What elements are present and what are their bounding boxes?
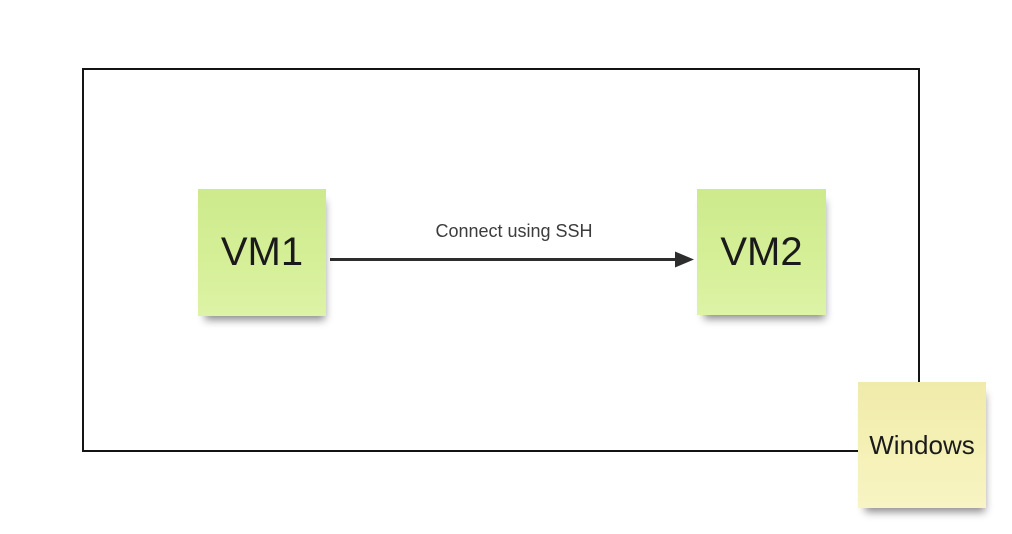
ssh-arrow-label: Connect using SSH [435,221,593,241]
sticky-note-vm1: VM1 [198,189,326,316]
vm1-label: VM1 [220,230,304,274]
ssh-arrowhead-icon [675,251,694,268]
vm2-label: VM2 [720,229,803,274]
sticky-note-windows: Windows [858,382,986,508]
ssh-arrow [330,251,694,268]
windows-label: Windows [869,429,975,460]
boundary-rectangle [82,68,920,452]
sticky-note-vm2: VM2 [697,189,826,315]
